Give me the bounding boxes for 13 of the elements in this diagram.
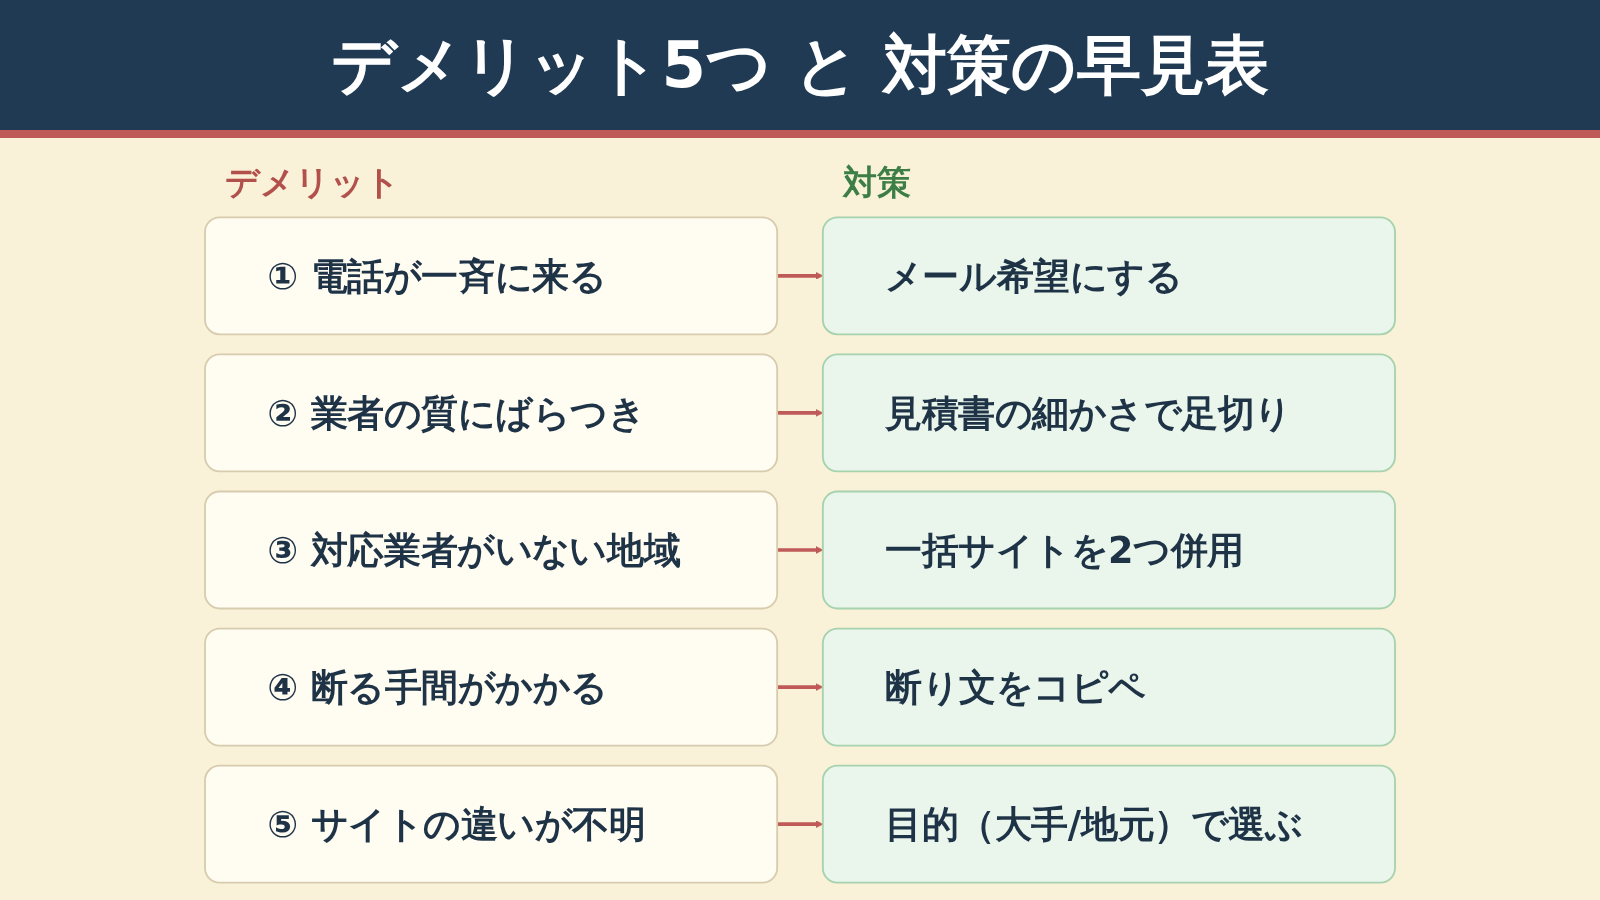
- node-box: 見積書の細かさで足切り: [821, 353, 1396, 473]
- node-box: メール希望にする: [821, 216, 1396, 336]
- node-box: ⑤ サイトの違いが不明: [204, 764, 779, 884]
- node-box: 目的（大手/地元）で選ぶ: [821, 764, 1396, 884]
- column-heading: 対策: [842, 161, 911, 204]
- node-box: 一括サイトを2つ併用: [821, 490, 1396, 610]
- column-heading: デメリット: [225, 161, 400, 204]
- node-box: ④ 断る手間がかかる: [204, 627, 779, 747]
- node-box: ① 電話が一斉に来る: [204, 216, 779, 336]
- node-box: 断り文をコピペ: [821, 627, 1396, 747]
- node-box: ③ 対応業者がいない地域: [204, 490, 779, 610]
- title: デメリット5つ と 対策の早見表: [331, 27, 1269, 103]
- node-box: ② 業者の質にばらつき: [204, 353, 779, 473]
